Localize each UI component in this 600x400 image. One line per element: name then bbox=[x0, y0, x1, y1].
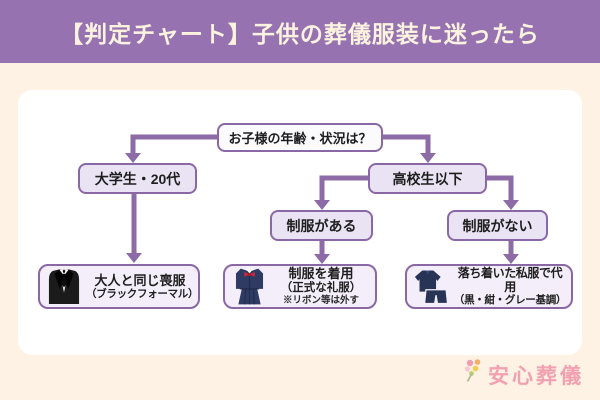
plain-clothes-icon bbox=[414, 268, 448, 306]
no-uniform-label: 制服がない bbox=[462, 217, 533, 234]
result-card-uniform: 制服を着用 （正式な礼服） ※リボン等は外す bbox=[223, 264, 377, 309]
result-uniform-title: 制服を着用 bbox=[288, 266, 354, 282]
page-title: 【判定チャート】子供の葬儀服装に迷ったら bbox=[60, 20, 540, 47]
node-no-uniform: 制服がない bbox=[447, 210, 548, 241]
brand-logo: 安心葬儀 bbox=[463, 357, 584, 390]
branch-university-label: 大学生・20代 bbox=[94, 170, 181, 187]
question-node: お子様の年齢・状況は？ bbox=[217, 123, 383, 152]
has-uniform-label: 制服がある bbox=[286, 217, 357, 234]
question-label: お子様の年齢・状況は？ bbox=[228, 131, 372, 146]
black-suit-icon bbox=[47, 267, 81, 307]
result-uniform-note: ※リボン等は外す bbox=[282, 295, 359, 307]
result-card-plain-clothes: 落ち着いた私服で代用 （黒・紺・グレー基調） bbox=[405, 264, 573, 309]
result-uniform-subtitle: （正式な礼服） bbox=[280, 281, 362, 294]
branch-node-university: 大学生・20代 bbox=[78, 163, 197, 194]
flower-bouquet-icon bbox=[463, 357, 485, 390]
result-card-formal: 大人と同じ喪服 （ブラックフォーマル） bbox=[38, 264, 200, 309]
result-plain-title: 落ち着いた私服で代用 bbox=[457, 266, 563, 295]
header-banner: 【判定チャート】子供の葬儀服装に迷ったら bbox=[0, 0, 600, 63]
school-uniform-icon bbox=[232, 267, 266, 307]
result-formal-subtitle: （ブラックフォーマル） bbox=[86, 287, 199, 300]
brand-text: 安心葬儀 bbox=[488, 365, 584, 388]
branch-highschool-label: 高校生以下 bbox=[392, 170, 463, 187]
node-has-uniform: 制服がある bbox=[270, 210, 373, 241]
result-formal-title: 大人と同じ喪服 bbox=[94, 272, 186, 288]
result-plain-subtitle: （黒・紺・グレー基調） bbox=[453, 294, 567, 307]
branch-node-highschool: 高校生以下 bbox=[368, 163, 487, 194]
